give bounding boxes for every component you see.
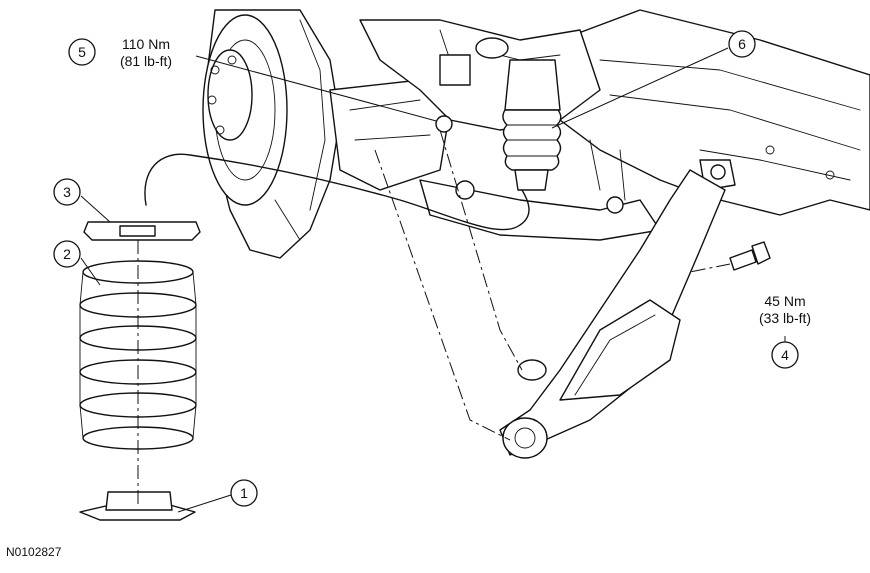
torque-4-lbft: (33 lb-ft) [759,310,811,326]
callout-1: 1 [230,479,258,507]
knuckle-hub-assembly [202,9,451,259]
bolt-lower-arm [689,241,771,273]
svg-text:2: 2 [63,246,71,262]
callout-6: 6 [728,30,756,58]
sensor-wire [144,153,530,231]
torque-4-nm: 45 Nm [764,293,805,309]
torque-5-nm: 110 Nm [122,36,170,52]
callout-3: 3 [53,178,81,206]
svg-text:3: 3 [63,184,71,200]
callout-4: 4 [771,341,799,369]
lower-control-arm [499,169,726,459]
callout-2: 2 [53,240,81,268]
alignment-lines [137,129,523,505]
torque-5-lbft: (81 lb-ft) [120,53,172,69]
subframe-crossmember [559,9,870,216]
lower-spring-seat [79,491,196,521]
callout-5: 5 [68,38,96,66]
svg-text:4: 4 [781,347,789,363]
svg-text:6: 6 [738,36,746,52]
leader-lines [80,47,786,513]
figure-id: N0102827 [6,545,62,559]
upper-spring-insulator [83,221,201,241]
svg-text:5: 5 [78,44,86,60]
air-spring [502,59,562,191]
svg-text:1: 1 [240,485,248,501]
